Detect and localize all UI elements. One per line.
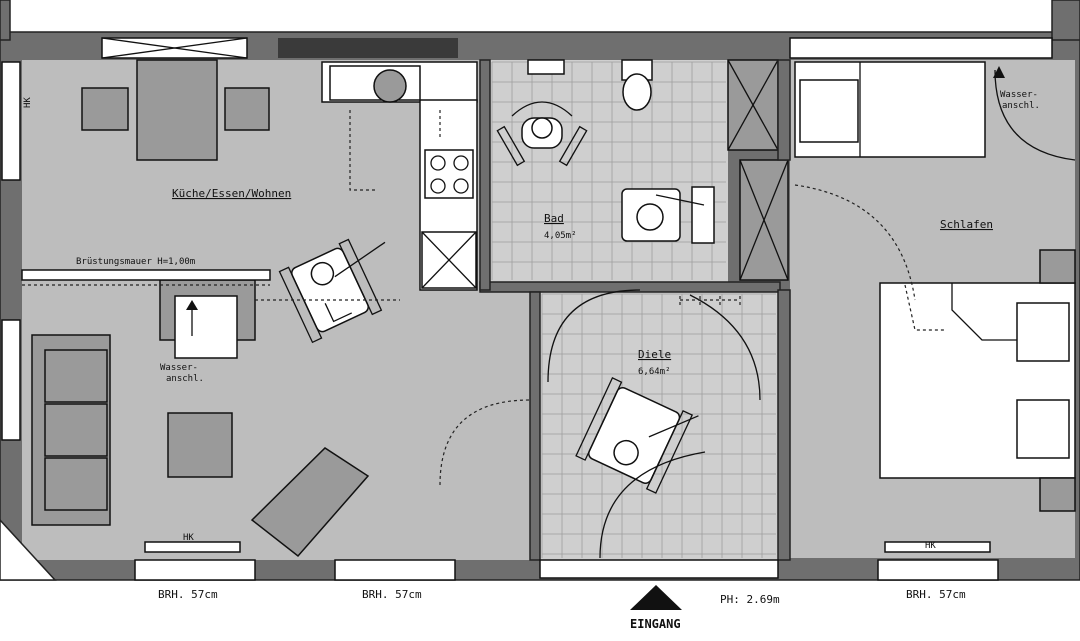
toilet-bowl-2 [622,73,652,111]
fridge-cross-2 [421,231,477,289]
dashed-parapet [22,284,400,301]
toilet-bath [527,59,565,75]
wall-bath-living [479,59,491,291]
bath-floor [490,60,728,290]
label-hk-side: HK [23,97,33,108]
label-water-living-1: Wasser- [160,363,198,373]
radiator-living [144,541,241,553]
sofa-cushion-3 [44,457,108,511]
coffee-table [167,412,233,478]
door-swing-entrance [599,451,706,559]
label-bedroom: Schlafen [940,218,993,231]
window-bottom-2 [334,559,456,581]
label-brh-1: BRH. 57cm [158,588,218,601]
wall-hall-left [529,291,541,561]
entrance-opening [539,559,779,579]
bed-fold [951,283,1017,341]
kitchen-dashes [349,110,441,191]
radiator-bedroom [884,541,991,553]
sink-bowl [373,69,407,103]
dash-crosses [679,296,741,306]
door-swing-hall-2 [689,294,761,401]
burner-2 [453,155,469,171]
top-right-wall [1051,0,1080,41]
label-living: Küche/Essen/Wohnen [172,187,291,200]
burner-1 [430,155,446,171]
window-bottom-3 [877,559,999,581]
wheelchair-living [278,238,386,344]
dining-table [136,59,218,161]
chair-left [81,87,129,131]
shaft-cross-4 [739,159,789,281]
water-block-inner [174,295,238,359]
wheelchair-bath-2 [621,186,715,244]
window-left-2 [1,319,21,441]
label-parapet: Brüstungsmauer H=1,00m [76,257,195,267]
door-swing-bedroom [794,184,916,301]
dashed-bed-arc [904,284,945,331]
door-swing-living [439,399,531,486]
sofa-cushion-2 [44,403,108,457]
nightstand-bottom [1039,477,1076,512]
nightstand-top [1039,249,1076,284]
burner-4 [453,178,469,194]
label-hall-area: 6,64m² [638,367,671,377]
window-bottom-1 [134,559,256,581]
wheelchair-hall [575,377,699,494]
window-left-1 [1,61,21,181]
wall-hall-right [777,289,791,561]
living-floor [22,60,540,560]
window-top-dark [278,38,458,58]
top-left-wall [0,0,11,41]
label-water-bed-1: Wasser- [1000,90,1038,100]
wheelchair-bath-1 [496,101,588,167]
label-hall: Diele [638,348,671,361]
sofa-cushion-1 [44,349,108,403]
water-arrow-head [186,300,198,310]
label-water-living-2: anschl. [166,374,204,384]
door-swing-bedroom-2 [994,69,1076,161]
tv-stand [250,447,370,558]
chair-right [224,87,270,131]
bed-water-arrow [993,66,1005,78]
parapet-wall [21,269,271,281]
pillow-2 [1016,399,1070,459]
entrance-arrow [630,585,682,610]
burner-3 [430,178,446,194]
window-top-cross-2 [101,37,248,59]
pillow-1 [1016,302,1070,362]
label-bath: Bad [544,212,564,225]
wall-bath-right [777,59,791,161]
label-bath-area: 4,05m² [544,231,577,241]
window-top-right [789,37,1053,59]
label-entrance: EINGANG [630,617,681,631]
label-hk-living: HK [183,533,194,543]
corner-chamfer [0,518,57,581]
label-brh-2: BRH. 57cm [362,588,422,601]
label-brh-3: BRH. 57cm [906,588,966,601]
label-ph: PH: 2.69m [720,593,780,606]
shaft-cross-2 [727,59,779,151]
wardrobe-inner [799,79,859,143]
door-swing-hall [547,289,641,383]
label-water-bed-2: anschl. [1002,101,1040,111]
label-hk-bedroom: HK [925,541,936,551]
